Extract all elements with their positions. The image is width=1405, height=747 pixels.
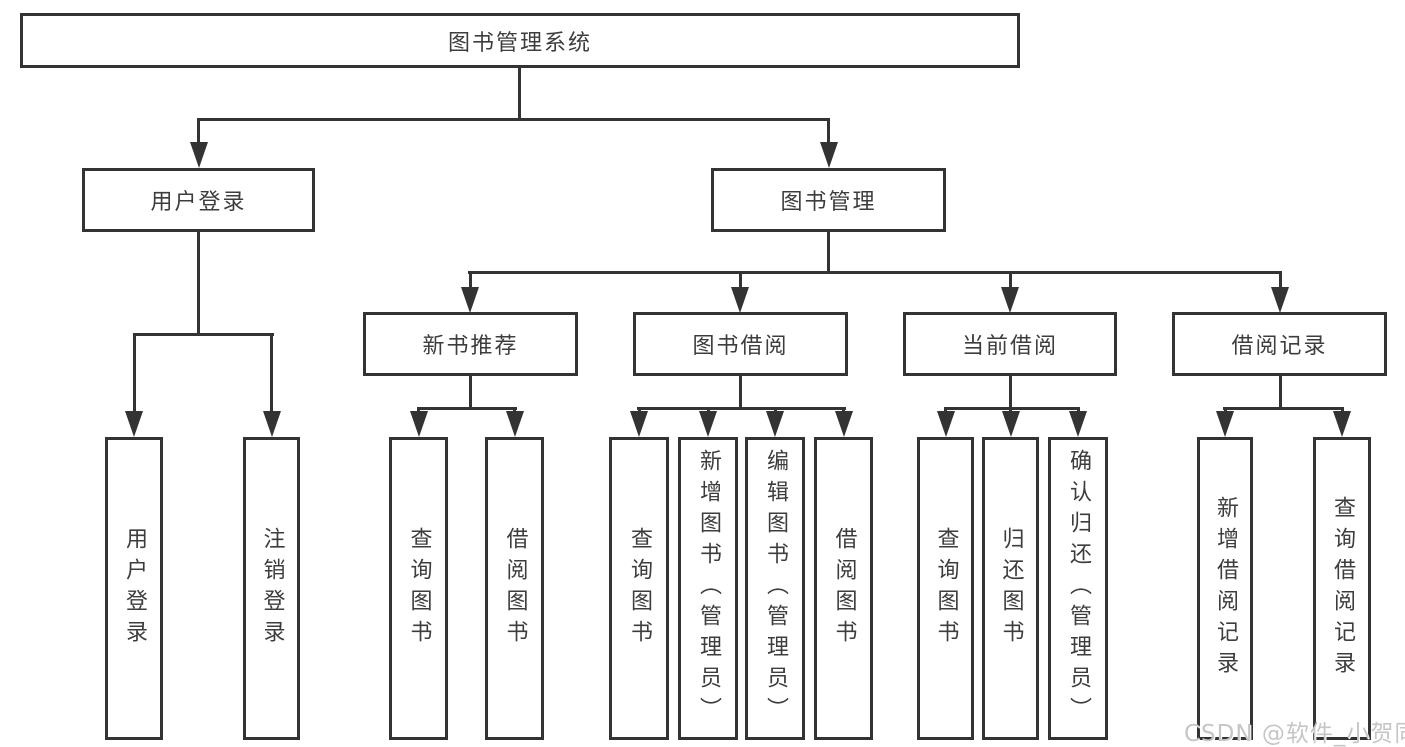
node-new-book-recommend-label: 新书推荐 [422, 334, 519, 359]
leaf-query-borrow-record: 查询借阅记录 [1313, 437, 1371, 740]
arrowhead-icon [1271, 287, 1289, 313]
connector-line [197, 118, 830, 121]
arrowhead-icon [409, 411, 428, 437]
leaf-return-book: 归还图书 [982, 437, 1039, 740]
arrow-shaft [827, 121, 830, 148]
connector-line [827, 232, 830, 274]
connector-line [468, 271, 1282, 274]
leaf-borrow-borrow-book-label: 借阅图书 [831, 526, 857, 651]
node-borrow-record-label: 借阅记录 [1231, 334, 1328, 359]
arrowhead-icon [766, 411, 784, 437]
leaf-user-login-label: 用户登录 [122, 526, 147, 651]
connector-line [1278, 376, 1282, 409]
arrowhead-icon [819, 142, 838, 168]
leaf-add-borrow-record: 新增借阅记录 [1197, 437, 1253, 740]
connector-line [417, 407, 517, 410]
leaf-return-book-label: 归还图书 [998, 526, 1024, 651]
connector-line [1008, 376, 1012, 409]
arrowhead-icon [936, 411, 955, 437]
csdn-watermark: CSDN @软件_小贺同学 [1184, 721, 1405, 747]
leaf-edit-book-admin-label: 编辑图书（管理员） [763, 449, 788, 728]
arrowhead-icon [505, 411, 524, 437]
leaf-recommend-query-book: 查询图书 [389, 437, 448, 740]
node-book-management-label: 图书管理 [780, 190, 877, 215]
arrowhead-icon [1001, 287, 1019, 313]
arrowhead-icon [125, 411, 143, 437]
arrow-shaft [738, 274, 742, 293]
connector-line [738, 376, 742, 409]
leaf-edit-book-admin: 编辑图书（管理员） [745, 437, 805, 740]
arrow-shaft [1278, 274, 1282, 293]
node-user-login-label: 用户登录 [150, 190, 247, 215]
connector-line [1223, 407, 1344, 410]
arrowhead-icon [731, 287, 749, 313]
arrowhead-icon [1001, 411, 1020, 437]
leaf-confirm-return-admin: 确认归还（管理员） [1048, 437, 1108, 740]
node-book-borrow: 图书借阅 [633, 312, 848, 376]
leaf-add-book-admin: 新增图书（管理员） [678, 437, 738, 740]
node-current-borrow: 当前借阅 [903, 312, 1117, 376]
node-user-login: 用户登录 [82, 168, 315, 232]
leaf-add-book-admin-label: 新增图书（管理员） [696, 449, 721, 728]
leaf-logout: 注销登录 [243, 437, 300, 740]
leaf-current-query-book-label: 查询图书 [933, 526, 959, 651]
node-new-book-recommend: 新书推荐 [363, 312, 578, 376]
arrow-shaft [468, 274, 472, 293]
arrowhead-icon [1216, 411, 1234, 437]
arrowhead-icon [262, 411, 281, 437]
arrowhead-icon [834, 411, 853, 437]
leaf-borrow-borrow-book: 借阅图书 [814, 437, 873, 740]
node-book-borrow-label: 图书借阅 [692, 334, 789, 359]
leaf-add-borrow-record-label: 新增借阅记录 [1213, 495, 1238, 682]
arrowhead-icon [630, 411, 648, 437]
node-book-management: 图书管理 [711, 168, 946, 232]
connector-line [197, 232, 200, 336]
arrow-shaft [1008, 274, 1012, 293]
connector-line [944, 407, 1080, 410]
node-borrow-record: 借阅记录 [1172, 312, 1387, 376]
node-current-borrow-label: 当前借阅 [961, 334, 1058, 359]
arrow-shaft [132, 336, 136, 417]
connector-line [637, 407, 846, 410]
arrowhead-icon [461, 287, 479, 313]
leaf-borrow-query-book-label: 查询图书 [627, 526, 652, 651]
node-root: 图书管理系统 [20, 13, 1020, 68]
leaf-recommend-borrow-book-label: 借阅图书 [502, 526, 528, 651]
leaf-borrow-query-book: 查询图书 [609, 437, 669, 740]
connector-line [133, 333, 274, 336]
leaf-confirm-return-admin-label: 确认归还（管理员） [1066, 449, 1091, 728]
arrowhead-icon [699, 411, 717, 437]
arrowhead-icon [1069, 411, 1087, 437]
arrow-shaft [270, 336, 273, 417]
arrowhead-icon [1333, 411, 1351, 437]
connector-line [468, 376, 472, 409]
leaf-query-borrow-record-label: 查询借阅记录 [1330, 495, 1355, 682]
leaf-logout-label: 注销登录 [259, 526, 285, 651]
leaf-user-login: 用户登录 [105, 437, 163, 740]
arrowhead-icon [189, 142, 208, 168]
leaf-recommend-query-book-label: 查询图书 [406, 526, 432, 651]
leaf-recommend-borrow-book: 借阅图书 [485, 437, 544, 740]
node-root-label: 图书管理系统 [447, 30, 592, 56]
leaf-current-query-book: 查询图书 [917, 437, 974, 740]
arrow-shaft [197, 121, 200, 148]
connector-line [518, 68, 521, 121]
